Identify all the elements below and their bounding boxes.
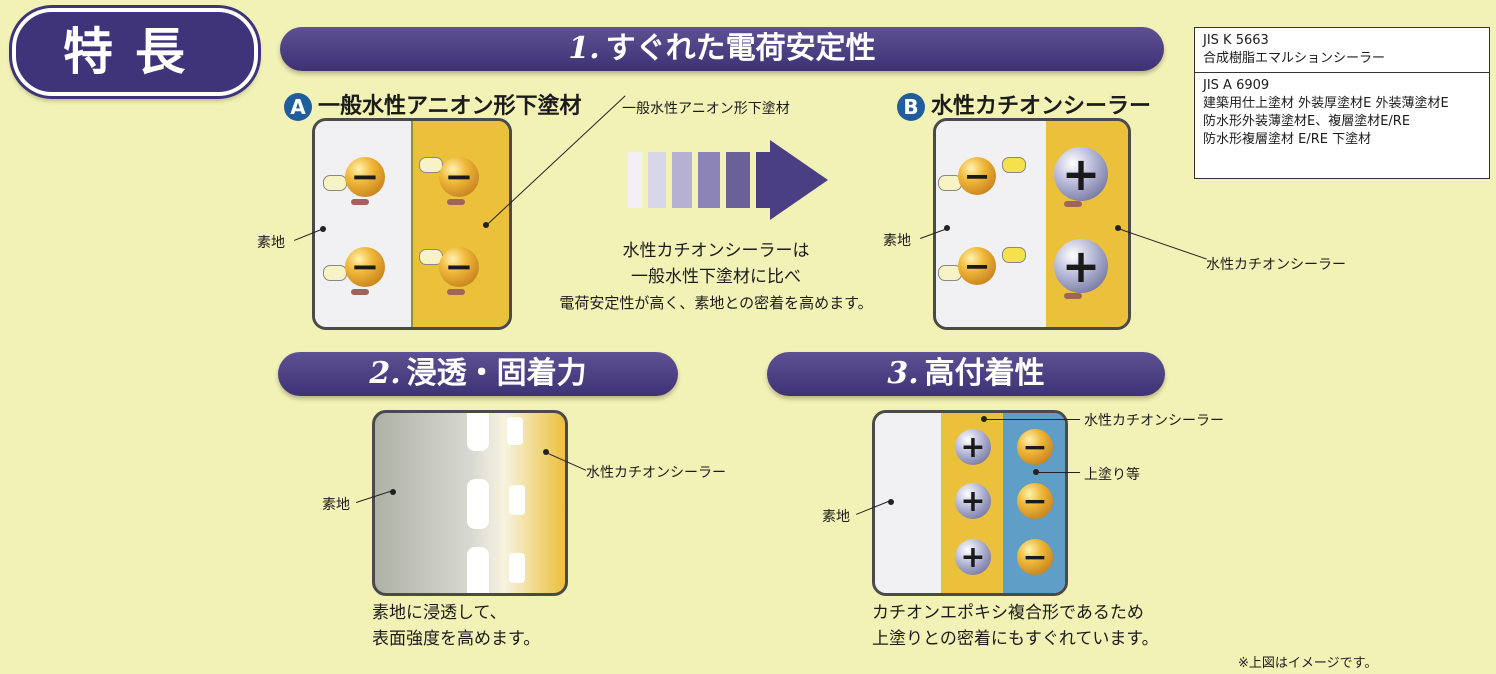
leader-line xyxy=(1117,228,1207,260)
panel-a-divider xyxy=(411,121,413,327)
section3-banner: 3.高付着性 xyxy=(767,352,1165,396)
panel-a-base xyxy=(315,121,411,327)
penetration-gap xyxy=(467,479,489,529)
jis-a-line: 防水形外装薄塗材E、複層塗材E/RE xyxy=(1203,114,1411,129)
minus-charge-icon: − xyxy=(1017,483,1053,519)
caption-line: 表面強度を高めます。 xyxy=(372,629,541,649)
label-cation-sealer-b: 水性カチオンシーラー xyxy=(1206,257,1346,273)
minus-charge-icon: − xyxy=(958,157,996,195)
minus-charge-icon: − xyxy=(1017,429,1053,465)
foot-icon xyxy=(351,199,369,205)
leader-dot xyxy=(390,489,396,495)
jis-a-block: JIS A 6909 建築用仕上塗材 外装厚塗材E 外装薄塗材E 防水形外装薄塗… xyxy=(1195,72,1489,153)
letter-a-badge: A xyxy=(284,93,312,121)
foot-icon xyxy=(351,289,369,295)
features-badge: 特長 xyxy=(12,8,258,96)
section1-caption: 水性カチオンシーラーは 一般水性下塗材に比べ 電荷安定性が高く、素地との密着を高… xyxy=(536,238,896,316)
leader-line xyxy=(984,419,1080,420)
section1-banner: 1.すぐれた電荷安定性 xyxy=(280,27,1164,71)
plus-charge-icon: + xyxy=(1054,239,1108,293)
panel-3-base xyxy=(875,413,941,593)
jis-a-line: 防水形複層塗材 E/RE 下塗材 xyxy=(1203,132,1372,147)
minus-charge-icon: − xyxy=(1017,539,1053,575)
minus-charge-icon: − xyxy=(345,247,385,287)
foot-icon xyxy=(447,199,465,205)
panel-adhesion: + − + − + − xyxy=(872,410,1068,596)
section3-number: 3. xyxy=(887,356,919,391)
panel-a: − − − − xyxy=(312,118,512,330)
minus-charge-icon: − xyxy=(345,157,385,197)
foot-icon xyxy=(1064,201,1082,207)
label-base-2: 素地 xyxy=(322,497,350,513)
leader-dot xyxy=(888,499,894,505)
penetration-gap xyxy=(467,547,489,593)
label-topcoat: 上塗り等 xyxy=(1084,467,1140,483)
panel-b: − + − + xyxy=(933,118,1131,330)
penetration-gap xyxy=(509,553,525,583)
jis-k-desc: 合成樹脂エマルションシーラー xyxy=(1203,51,1386,66)
label-base-b: 素地 xyxy=(883,233,911,249)
letter-b-badge: B xyxy=(897,93,925,121)
minus-charge-icon: − xyxy=(958,247,996,285)
panel-b-base xyxy=(936,121,1046,327)
leader-dot xyxy=(320,226,326,232)
caption-line: カチオンエポキシ複合形であるため xyxy=(872,603,1144,623)
leader-dot xyxy=(981,416,987,422)
leader-dot xyxy=(483,222,489,228)
section1-number: 1. xyxy=(568,31,600,66)
jis-k-block: JIS K 5663 合成樹脂エマルションシーラー xyxy=(1195,28,1489,72)
glove-icon xyxy=(1002,247,1026,263)
plus-charge-icon: + xyxy=(955,483,991,519)
caption-line: 水性カチオンシーラーは xyxy=(622,241,810,261)
caption-line: 上塗りとの密着にもすぐれています。 xyxy=(872,629,1159,649)
caption-line: 電荷安定性が高く、素地との密着を高めます。 xyxy=(559,294,873,312)
foot-icon xyxy=(447,289,465,295)
section1-title: すぐれた電荷安定性 xyxy=(605,31,876,66)
arrow-graphic xyxy=(628,140,828,220)
jis-a-code: JIS A 6909 xyxy=(1203,78,1270,93)
section2-title: 浸透・固着力 xyxy=(406,356,587,391)
section2-banner: 2.浸透・固着力 xyxy=(278,352,678,396)
penetration-gap xyxy=(467,413,489,451)
heading-a-text: 一般水性アニオン形下塗材 xyxy=(318,94,582,119)
jis-k-code: JIS K 5663 xyxy=(1203,33,1269,48)
jis-a-line: 建築用仕上塗材 外装厚塗材E 外装薄塗材E xyxy=(1203,96,1449,111)
label-base-a: 素地 xyxy=(257,235,285,251)
plus-charge-icon: + xyxy=(955,539,991,575)
glove-icon xyxy=(1002,157,1026,173)
label-cation-sealer-2: 水性カチオンシーラー xyxy=(586,465,726,481)
label-anion-sealer: 一般水性アニオン形下塗材 xyxy=(622,101,790,117)
plus-charge-icon: + xyxy=(1054,147,1108,201)
penetration-gap xyxy=(507,417,523,445)
label-base-3: 素地 xyxy=(822,509,850,525)
penetration-gap xyxy=(509,485,525,515)
section3-caption: カチオンエポキシ複合形であるため 上塗りとの密着にもすぐれています。 xyxy=(872,600,1159,652)
glove-icon xyxy=(323,175,347,191)
leader-line xyxy=(1036,472,1080,473)
minus-charge-icon: − xyxy=(439,247,479,287)
minus-charge-icon: − xyxy=(439,157,479,197)
foot-icon xyxy=(1064,293,1082,299)
leader-dot xyxy=(1115,225,1121,231)
leader-dot xyxy=(1033,469,1039,475)
panel-a-sealer xyxy=(411,121,509,327)
jis-standards-box: JIS K 5663 合成樹脂エマルションシーラー JIS A 6909 建築用… xyxy=(1194,27,1490,179)
image-note: ※上図はイメージです。 xyxy=(1238,656,1378,671)
section2-caption: 素地に浸透して、 表面強度を高めます。 xyxy=(372,600,540,652)
section2-number: 2. xyxy=(369,356,401,391)
label-cation-sealer-3: 水性カチオンシーラー xyxy=(1084,413,1224,429)
panel-penetration xyxy=(372,410,568,596)
glove-icon xyxy=(323,265,347,281)
caption-line: 一般水性下塗材に比べ xyxy=(631,267,801,287)
leader-dot xyxy=(944,225,950,231)
plus-charge-icon: + xyxy=(955,429,991,465)
leader-dot xyxy=(543,449,549,455)
section3-title: 高付着性 xyxy=(924,356,1045,391)
caption-line: 素地に浸透して、 xyxy=(372,603,507,623)
heading-b-text: 水性カチオンシーラー xyxy=(931,94,1152,119)
